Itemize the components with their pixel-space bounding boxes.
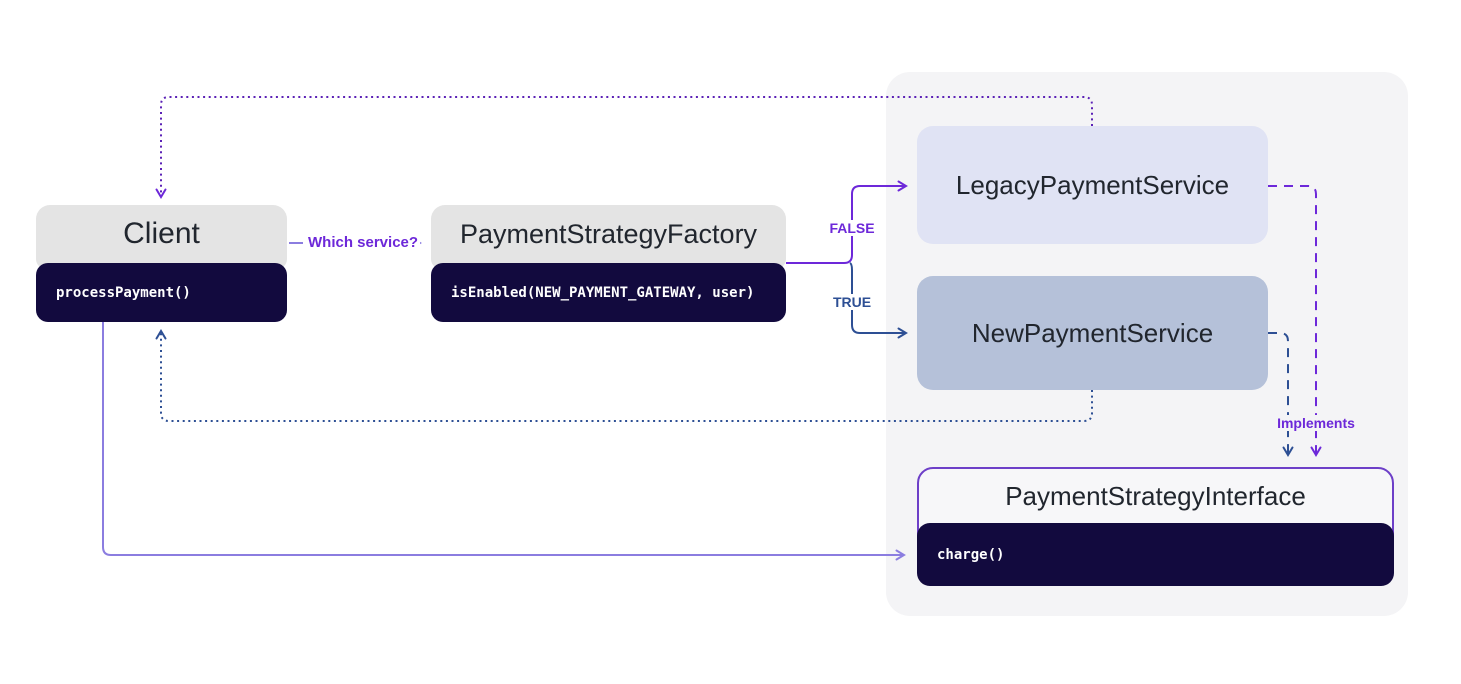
factory-title: PaymentStrategyFactory <box>431 205 786 269</box>
client-charge-line <box>102 322 906 561</box>
client-title: Client <box>36 205 287 269</box>
true-branch-label: TRUE <box>828 294 876 310</box>
implements-label: Implements <box>1275 415 1357 431</box>
factory-method: isEnabled(NEW_PAYMENT_GATEWAY, user) <box>431 263 786 322</box>
payment-interface-method: charge() <box>917 523 1394 586</box>
client-node: Client processPayment() <box>36 205 287 322</box>
new-service-node: NewPaymentService <box>917 276 1268 390</box>
new-return-line <box>155 329 1093 422</box>
legacy-return-line <box>155 96 1093 199</box>
payment-interface-title: PaymentStrategyInterface <box>1005 481 1306 511</box>
legacy-implements-line <box>1268 185 1322 457</box>
legacy-service-node: LegacyPaymentService <box>917 126 1268 244</box>
new-implements-line <box>1268 332 1294 457</box>
false-branch-label: FALSE <box>825 220 879 236</box>
client-method: processPayment() <box>36 263 287 322</box>
true-branch-line <box>849 262 908 339</box>
which-service-label: Which service? <box>306 234 421 251</box>
factory-node: PaymentStrategyFactory isEnabled(NEW_PAY… <box>431 205 786 322</box>
payment-interface-node: PaymentStrategyInterface charge() <box>917 467 1394 586</box>
